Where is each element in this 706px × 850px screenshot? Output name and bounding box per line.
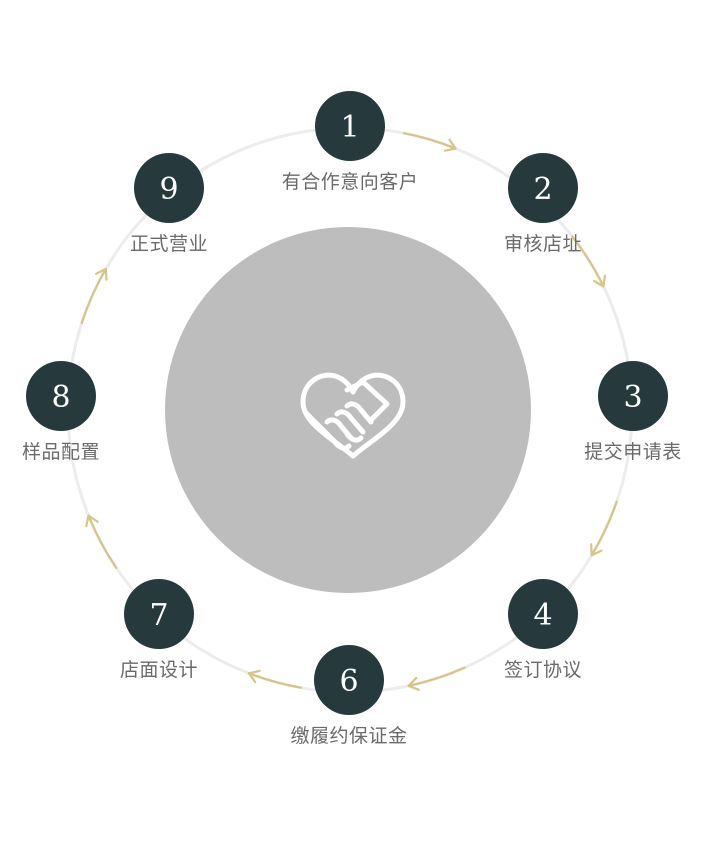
step-circle [508,153,578,223]
step-nodes: 1 有合作意向客户 2 审核店址 3 提交申请表 4 签订协议 6 缴履约保证金 7 店面设计 8 样品配… [22,91,682,747]
step-circle [314,645,384,715]
step-circle [26,361,96,431]
step-circle [134,153,204,223]
step-label: 正式营业 [130,233,208,255]
cycle-arrow [590,500,618,557]
step-circle [598,361,668,431]
cycle-arrow [87,514,118,569]
cycle-arrow-head [590,543,603,557]
cycle-arrow-head [85,514,99,528]
cycle-arrow [80,267,107,324]
cycle-arrow-head [247,669,261,684]
step-label: 有合作意向客户 [282,171,419,193]
cycle-arrows [80,132,618,691]
step-label: 审核店址 [504,233,582,255]
step-label: 样品配置 [22,441,100,463]
step-node-9: 9 正式营业 [130,153,208,255]
cycle-arrow-head [95,267,108,281]
step-label: 提交申请表 [584,441,682,463]
step-number: 7 [149,598,168,633]
step-number: 1 [340,110,359,145]
step-number: 2 [533,172,552,207]
step-number: 9 [159,172,178,207]
step-node-7: 7 店面设计 [120,579,198,681]
center-disc [165,227,531,593]
cycle-arrow-head [593,274,606,288]
step-number: 8 [51,380,70,415]
step-label: 店面设计 [120,659,198,681]
step-label: 签订协议 [504,659,582,681]
step-node-6: 6 缴履约保证金 [290,645,407,747]
step-circle [508,579,578,649]
handshake-heart-icon [300,372,406,459]
step-node-2: 2 审核店址 [504,153,582,255]
step-circle [315,91,385,161]
cycle-arrow-head [407,677,420,691]
step-number: 6 [339,664,358,699]
step-node-8: 8 样品配置 [22,361,100,463]
step-node-3: 3 提交申请表 [584,361,682,463]
step-label: 缴履约保证金 [290,725,407,747]
step-number: 3 [623,380,642,415]
cycle-arrow [407,666,466,687]
step-circle [124,579,194,649]
cycle-arrow-head [443,138,457,152]
step-node-4: 4 签订协议 [504,579,582,681]
step-node-1: 1 有合作意向客户 [282,91,419,193]
step-number: 4 [533,598,552,633]
